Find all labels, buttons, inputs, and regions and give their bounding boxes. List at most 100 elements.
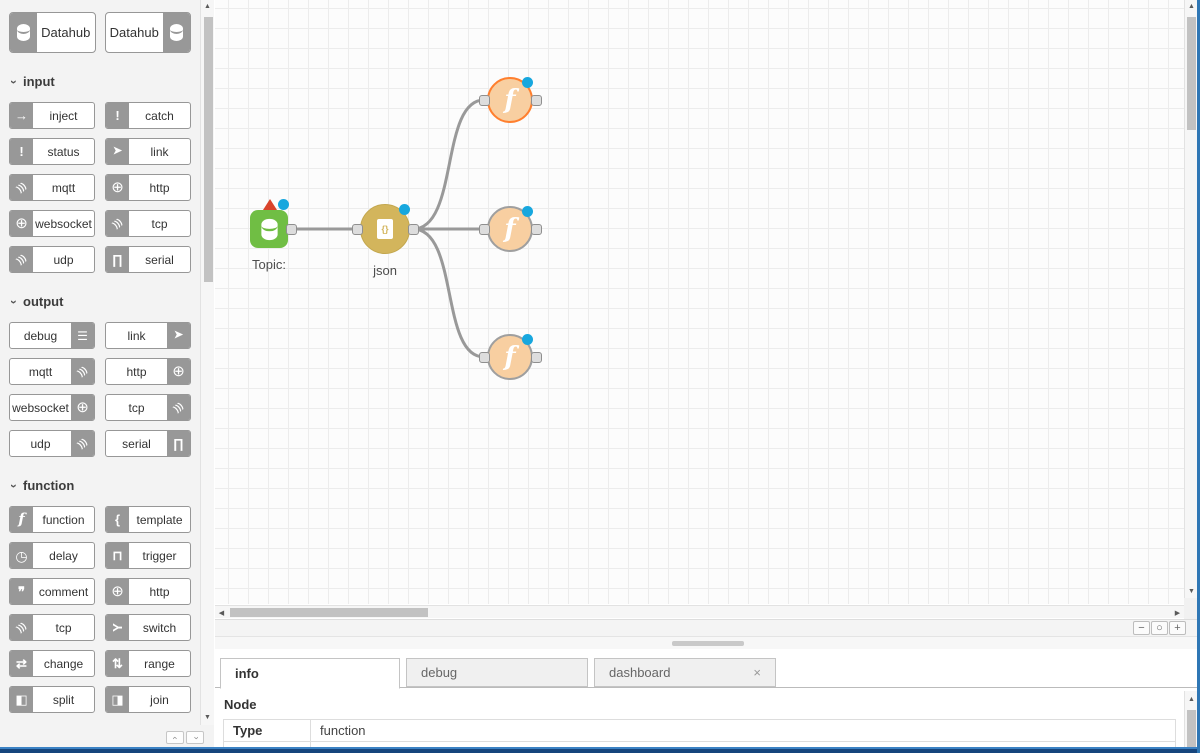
arrow-right-icon: → — [10, 103, 33, 128]
palette-collapse-all-button[interactable]: ‹ — [166, 731, 184, 744]
join-icon-glyph: ◨ — [111, 692, 124, 707]
canvas-footer-toolbar: − ○ + — [215, 619, 1200, 637]
panel-splitter[interactable] — [215, 637, 1200, 649]
palette-node-delay[interactable]: ◷delay — [9, 542, 95, 569]
palette-node-range[interactable]: ⇅range — [105, 650, 191, 677]
scroll-up-icon[interactable]: ▲ — [204, 3, 211, 10]
splitter-grip[interactable] — [671, 641, 744, 646]
palette-node-mqtt[interactable]: )))mqtt — [9, 174, 95, 201]
scroll-right-icon[interactable]: ▶ — [1174, 609, 1181, 617]
shuffle-icon-glyph: ⇄ — [16, 656, 27, 671]
palette-node-mqtt[interactable]: mqtt))) — [9, 358, 95, 385]
palette-node-catch[interactable]: !catch — [105, 102, 191, 129]
canvas-horizontal-scrollbar[interactable]: ◀ ▶ — [215, 605, 1184, 618]
palette-node-label: tcp — [55, 620, 72, 635]
output-port-f3[interactable] — [530, 351, 542, 363]
palette-node-link[interactable]: link➤ — [105, 322, 191, 349]
wire-json-to-f3[interactable] — [412, 227, 485, 359]
info-scroll-thumb[interactable] — [1187, 710, 1196, 747]
palette-category-input[interactable]: ›input — [7, 74, 191, 89]
palette-node-serial[interactable]: serial∏ — [105, 430, 191, 457]
palette-node-tcp[interactable]: )))tcp — [105, 210, 191, 237]
signal-waves-icon: ))) — [106, 211, 129, 236]
palette-node-link[interactable]: ➤link — [105, 138, 191, 165]
zoom-out-button[interactable]: − — [1133, 621, 1150, 635]
palette-node-comment[interactable]: ❞comment — [9, 578, 95, 605]
function-f-icon: f — [504, 214, 516, 244]
tab-dashboard[interactable]: dashboard× — [594, 658, 776, 687]
palette-node-tcp[interactable]: tcp))) — [105, 394, 191, 421]
palette-node-change[interactable]: ⇄change — [9, 650, 95, 677]
palette-node-label: inject — [49, 108, 78, 123]
palette-node-template[interactable]: {template — [105, 506, 191, 533]
square-wave-icon: ∏ — [106, 247, 129, 272]
node-label-json: json — [373, 263, 397, 278]
join-icon: ◨ — [106, 687, 129, 712]
palette-node-inject[interactable]: → inject — [9, 102, 95, 129]
info-scrollbar[interactable]: ▲ — [1184, 691, 1197, 747]
palette-node-debug[interactable]: debug☰ — [9, 322, 95, 349]
close-icon[interactable]: × — [753, 665, 761, 680]
palette-category-function[interactable]: ›function — [7, 478, 191, 493]
input-port-f2[interactable] — [478, 223, 490, 235]
shuffle-icon: ⇄ — [10, 651, 33, 676]
output-port-f1[interactable] — [530, 94, 542, 106]
chevron-down-icon: › — [7, 299, 21, 304]
wire-layer — [291, 98, 485, 359]
arrow-right-icon-glyph: → — [15, 108, 28, 123]
palette-node-websocket[interactable]: websocket⊕ — [9, 394, 95, 421]
globe-icon: ⊕ — [10, 211, 33, 236]
palette-node-datahub[interactable]: Datahub — [9, 12, 96, 53]
palette-node-datahub[interactable]: Datahub — [104, 12, 191, 53]
tab-label: info — [235, 666, 259, 681]
palette-node-tcp[interactable]: )))tcp — [9, 614, 95, 641]
palette-node-websocket[interactable]: ⊕websocket — [9, 210, 95, 237]
zoom-in-button[interactable]: + — [1169, 621, 1186, 635]
palette-node-http[interactable]: ⊕http — [105, 578, 191, 605]
palette-node-trigger[interactable]: ⊓trigger — [105, 542, 191, 569]
flow-node-topic[interactable] — [250, 210, 288, 248]
function-f-icon: f — [504, 85, 516, 115]
input-port-f1[interactable] — [478, 94, 490, 106]
palette-category-output[interactable]: ›output — [7, 294, 191, 309]
output-port-json[interactable] — [407, 223, 419, 235]
palette-node-label: link — [127, 328, 146, 343]
palette-node-split[interactable]: ◧split — [9, 686, 95, 713]
scroll-left-icon[interactable]: ◀ — [218, 609, 225, 617]
palette-node-join[interactable]: ◨join — [105, 686, 191, 713]
input-port-json[interactable] — [351, 223, 363, 235]
palette-node-udp[interactable]: )))udp — [9, 246, 95, 273]
scroll-down-icon[interactable]: ▼ — [1188, 588, 1195, 595]
wire-json-to-f1[interactable] — [412, 98, 485, 231]
scroll-up-icon[interactable]: ▲ — [1188, 696, 1195, 703]
palette-node-udp[interactable]: udp))) — [9, 430, 95, 457]
scroll-down-icon[interactable]: ▼ — [204, 714, 211, 721]
palette-expand-all-button[interactable]: ‹ — [186, 731, 204, 744]
output-port-topic[interactable] — [285, 223, 297, 235]
zoom-reset-button[interactable]: ○ — [1151, 621, 1168, 635]
input-port-f3[interactable] — [478, 351, 490, 363]
palette-scrollbar-thumb[interactable] — [204, 17, 213, 282]
palette-node-status[interactable]: !status — [9, 138, 95, 165]
canvas-vertical-scrollbar[interactable]: ▲ ▼ — [1184, 0, 1197, 598]
globe-icon: ⊕ — [106, 175, 129, 200]
palette-node-http[interactable]: ⊕http — [105, 174, 191, 201]
link-arrow-icon-glyph: ➤ — [112, 145, 123, 157]
tab-debug[interactable]: debug — [406, 658, 588, 687]
palette-node-serial[interactable]: ∏serial — [105, 246, 191, 273]
palette-node-http[interactable]: http⊕ — [105, 358, 191, 385]
database-cylinder-icon — [260, 218, 278, 240]
canvas-hscroll-thumb[interactable] — [230, 608, 428, 617]
palette-node-label: trigger — [142, 548, 177, 563]
palette-scrollbar[interactable]: ▲ ▼ — [200, 0, 214, 725]
output-port-f2[interactable] — [530, 223, 542, 235]
scroll-up-icon[interactable]: ▲ — [1188, 3, 1195, 10]
tab-info[interactable]: info — [220, 658, 400, 689]
canvas-vscroll-thumb[interactable] — [1187, 17, 1196, 130]
